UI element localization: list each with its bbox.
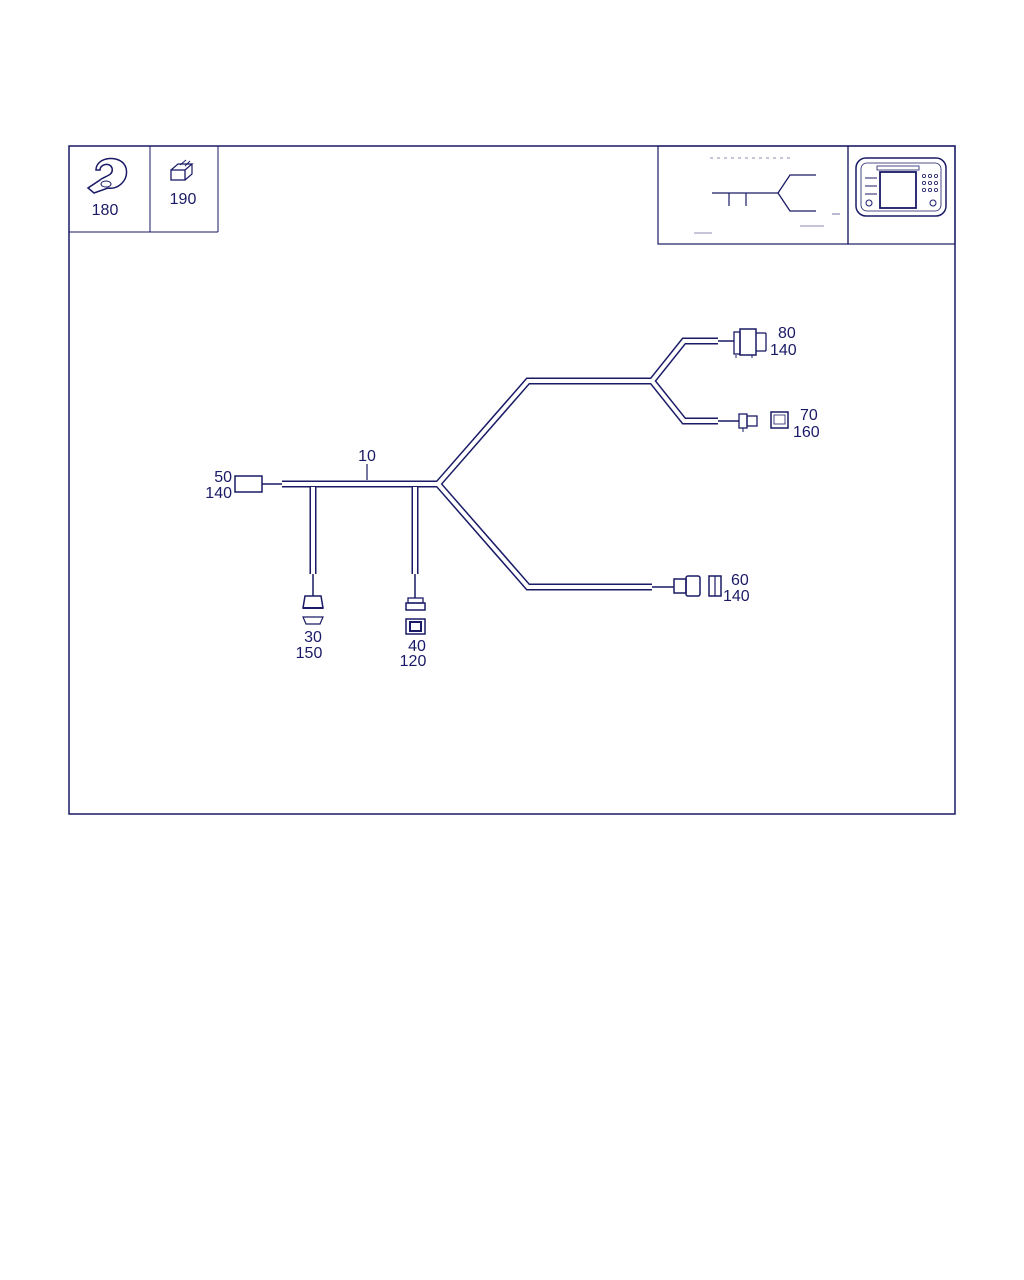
callout-70-pos: 70 [800,407,818,424]
diagram-frame [68,145,956,815]
hose-clamp-icon [86,157,128,194]
callout-80-part: 140 [770,342,797,359]
wiring-harness[interactable] [282,337,718,591]
callout-40-pos: 40 [408,638,426,655]
legend-number-190: 190 [170,191,197,208]
callout-50-part: 140 [205,485,232,502]
legend-cell-190[interactable]: 190 [170,159,197,208]
connector-70[interactable]: 70 160 [718,407,820,441]
cable-connector-icon [170,159,194,181]
callout-70-part: 160 [793,424,820,441]
wiring-harness-locator-icon [657,145,849,245]
connector-60[interactable]: 60 140 [652,572,750,605]
harness-callout-10: 10 [358,448,376,465]
connector-40[interactable]: 40 120 [400,574,427,670]
callout-60-pos: 60 [731,572,749,589]
connector-30[interactable]: 30 150 [296,574,324,662]
callout-30-part: 150 [296,645,323,662]
legend-cell-180[interactable]: 180 [69,146,219,233]
legend-number-180: 180 [92,202,119,219]
connector-80[interactable]: 80 140 [718,325,797,359]
callout-60-part: 140 [723,588,750,605]
callout-40-part: 120 [400,653,427,670]
navigation-head-unit-icon [847,145,956,245]
callout-50-pos: 50 [214,469,232,486]
callout-30-pos: 30 [304,629,322,646]
connector-50[interactable]: 50 140 [205,469,282,502]
callout-80-pos: 80 [778,325,796,342]
